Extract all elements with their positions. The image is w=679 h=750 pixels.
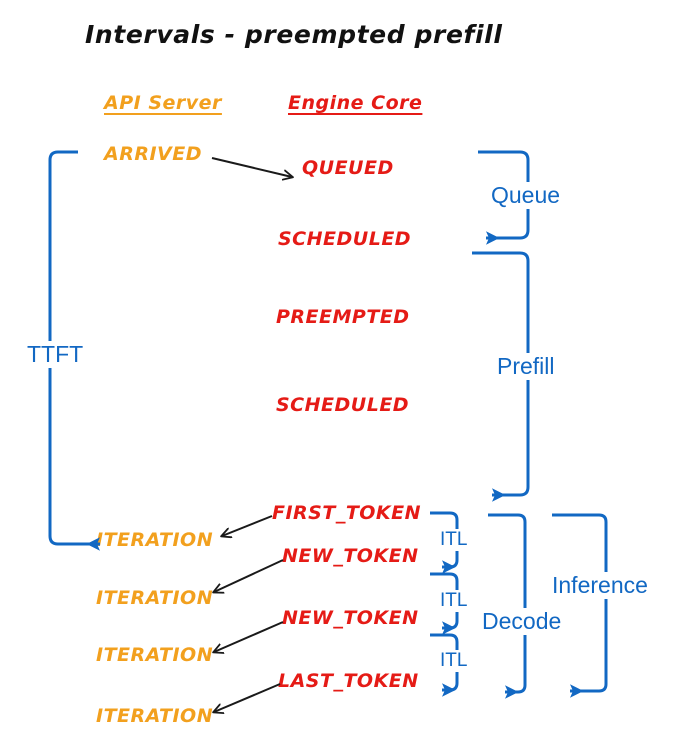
interval-label-inference: Inference — [549, 572, 651, 599]
interval-label-prefill: Prefill — [494, 353, 558, 380]
interval-bracket-inference — [552, 513, 608, 698]
event-scheduled-1: SCHEDULED — [278, 228, 412, 250]
flow-arrow-arrived-to-queued — [211, 157, 292, 177]
interval-label-ttft: TTFT — [24, 341, 87, 368]
flow-arrow-new-token-2-to-iteration — [214, 621, 284, 652]
interval-label-itl-1: ITL — [437, 529, 471, 551]
flow-arrow-first-token-to-iteration — [222, 515, 273, 536]
event-arrived: ARRIVED — [104, 143, 202, 165]
flow-arrow-last-token-to-iteration — [214, 683, 281, 712]
interval-label-itl-3: ITL — [437, 650, 471, 672]
column-header-api-server: API Server — [104, 92, 222, 114]
event-preempted: PREEMPTED — [276, 306, 410, 328]
interval-bracket-decode — [488, 513, 527, 699]
event-new-token-2: NEW_TOKEN — [282, 607, 419, 629]
page-title: Intervals - preempted prefill — [85, 20, 503, 49]
interval-label-decode: Decode — [479, 608, 565, 635]
flow-arrow-new-token-1-to-iteration — [214, 559, 284, 592]
event-new-token-1: NEW_TOKEN — [282, 545, 419, 567]
event-scheduled-2: SCHEDULED — [276, 394, 410, 416]
event-iteration-4: ITERATION — [96, 705, 214, 727]
event-first-token: FIRST_TOKEN — [272, 502, 422, 524]
event-last-token: LAST_TOKEN — [278, 670, 419, 692]
event-iteration-1: ITERATION — [96, 529, 214, 551]
interval-label-queue: Queue — [488, 182, 564, 209]
event-iteration-3: ITERATION — [96, 644, 214, 666]
interval-label-itl-2: ITL — [437, 590, 471, 612]
column-header-engine-core: Engine Core — [288, 92, 423, 114]
event-queued: QUEUED — [302, 157, 394, 179]
event-iteration-2: ITERATION — [96, 587, 214, 609]
